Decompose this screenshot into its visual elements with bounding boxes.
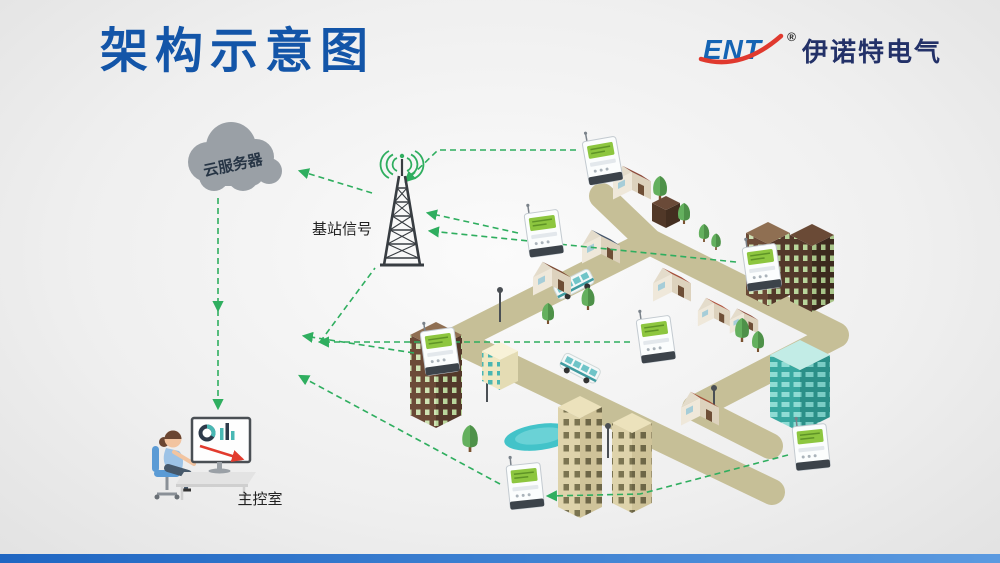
registered-mark: ®: [787, 30, 796, 44]
desk: [176, 472, 256, 484]
brand-company-name: 伊诺特电气: [801, 36, 942, 67]
pond: [504, 423, 576, 451]
tree: [581, 287, 595, 310]
link-meter-to-tower: [425, 209, 519, 234]
tree: [698, 224, 710, 242]
building-tan-apartment: [612, 413, 652, 513]
bar-chart-icon: [220, 428, 224, 440]
cloud-server: 云服务器: [188, 122, 282, 191]
tree: [462, 425, 478, 452]
brand-mark: ENT: [697, 28, 785, 72]
building-glass-teal: [770, 340, 830, 432]
base-station-label: 基站信号: [312, 221, 372, 238]
tree: [751, 331, 765, 352]
red-trend-arrow-icon: [199, 444, 245, 463]
tree: [711, 233, 721, 250]
control-room-operator: [152, 416, 256, 500]
bottom-accent-bar: [0, 554, 1000, 563]
building-tan-apartment: [558, 396, 602, 518]
tree: [653, 176, 667, 200]
brand-swoosh-icon: ENT: [698, 33, 784, 65]
cloud-icon: [188, 122, 282, 191]
house: [697, 297, 731, 327]
chair-back: [152, 446, 159, 472]
link-tower-to-cloud: [297, 168, 373, 194]
shed: [652, 196, 680, 228]
road: [637, 229, 849, 459]
base-station-tower: 基站信号: [312, 150, 425, 267]
smart-meter-1: [579, 125, 624, 187]
link-meter-to-tower: [298, 374, 501, 485]
tower-legs: [382, 175, 422, 266]
link-meter-to-tower: [545, 454, 789, 502]
city-roads: [442, 183, 849, 505]
link-meter-to-tower: [404, 149, 576, 183]
page-title: 架构示意图: [100, 25, 376, 78]
brand-logo: ENT ® 伊诺特电气: [697, 28, 942, 72]
smart-meter-6: [504, 452, 546, 511]
signal-waves-icon: [379, 150, 425, 179]
link-meter-to-tower: [427, 226, 737, 263]
smart-meter-2: [521, 199, 565, 259]
road: [442, 183, 785, 505]
control-room-label: 主控室: [237, 491, 282, 508]
link-meter-to-tower: [301, 331, 415, 354]
smart-meter-5: [633, 305, 677, 365]
building-yellow: [482, 342, 518, 390]
link-meter-to-tower: [319, 267, 376, 343]
building-dark-tower: [790, 224, 834, 312]
network-links: [212, 149, 789, 502]
